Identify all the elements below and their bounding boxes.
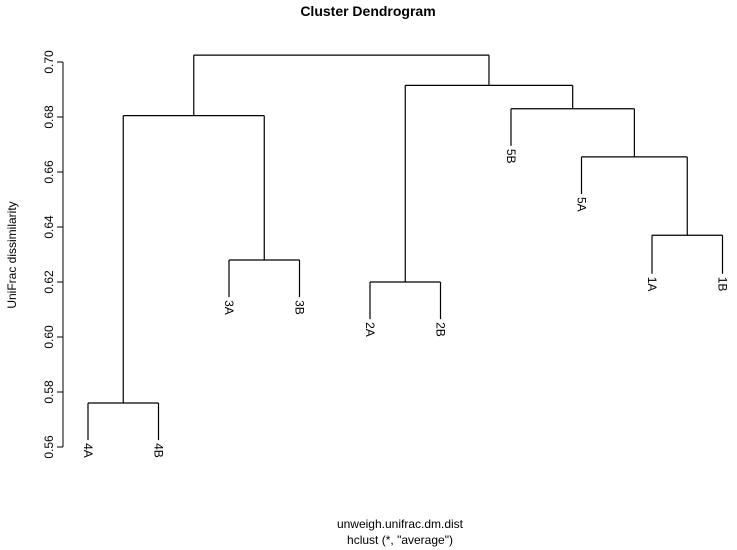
y-tick-label: 0.58 bbox=[42, 380, 56, 404]
chart-title: Cluster Dendrogram bbox=[300, 3, 435, 19]
leaf-label: 2B bbox=[434, 322, 448, 337]
y-tick-label: 0.66 bbox=[42, 160, 56, 184]
leaf-label: 4A bbox=[81, 443, 95, 458]
leaf-label: 5A bbox=[575, 197, 589, 212]
leaf-label: 1A bbox=[645, 277, 659, 292]
y-axis: 0.56 0.58 0.60 0.62 0.64 0.66 0.68 0.70 bbox=[42, 50, 64, 459]
x-axis-label: unweigh.unifrac.dm.dist bbox=[337, 517, 464, 531]
y-tick-label: 0.56 bbox=[42, 435, 56, 459]
leaf-label: 3B bbox=[293, 300, 307, 315]
y-tick-label: 0.62 bbox=[42, 270, 56, 294]
y-tick-label: 0.68 bbox=[42, 105, 56, 129]
y-tick-label: 0.64 bbox=[42, 215, 56, 239]
leaf-label: 5B bbox=[504, 149, 518, 164]
y-axis-label: UniFrac dissimilarity bbox=[5, 201, 19, 308]
dendrogram-tree bbox=[87, 54, 724, 441]
leaf-label: 3A bbox=[222, 300, 236, 315]
leaf-labels: 4A 4B 3A 3B 2A 2B 5B 5A 1A 1B bbox=[81, 149, 730, 458]
leaf-label: 2A bbox=[363, 322, 377, 337]
method-label: hclust (*, "average") bbox=[347, 533, 453, 547]
leaf-label: 4B bbox=[152, 443, 166, 458]
y-tick-label: 0.60 bbox=[42, 325, 56, 349]
leaf-label: 1B bbox=[716, 277, 730, 292]
y-tick-label: 0.70 bbox=[42, 50, 56, 74]
